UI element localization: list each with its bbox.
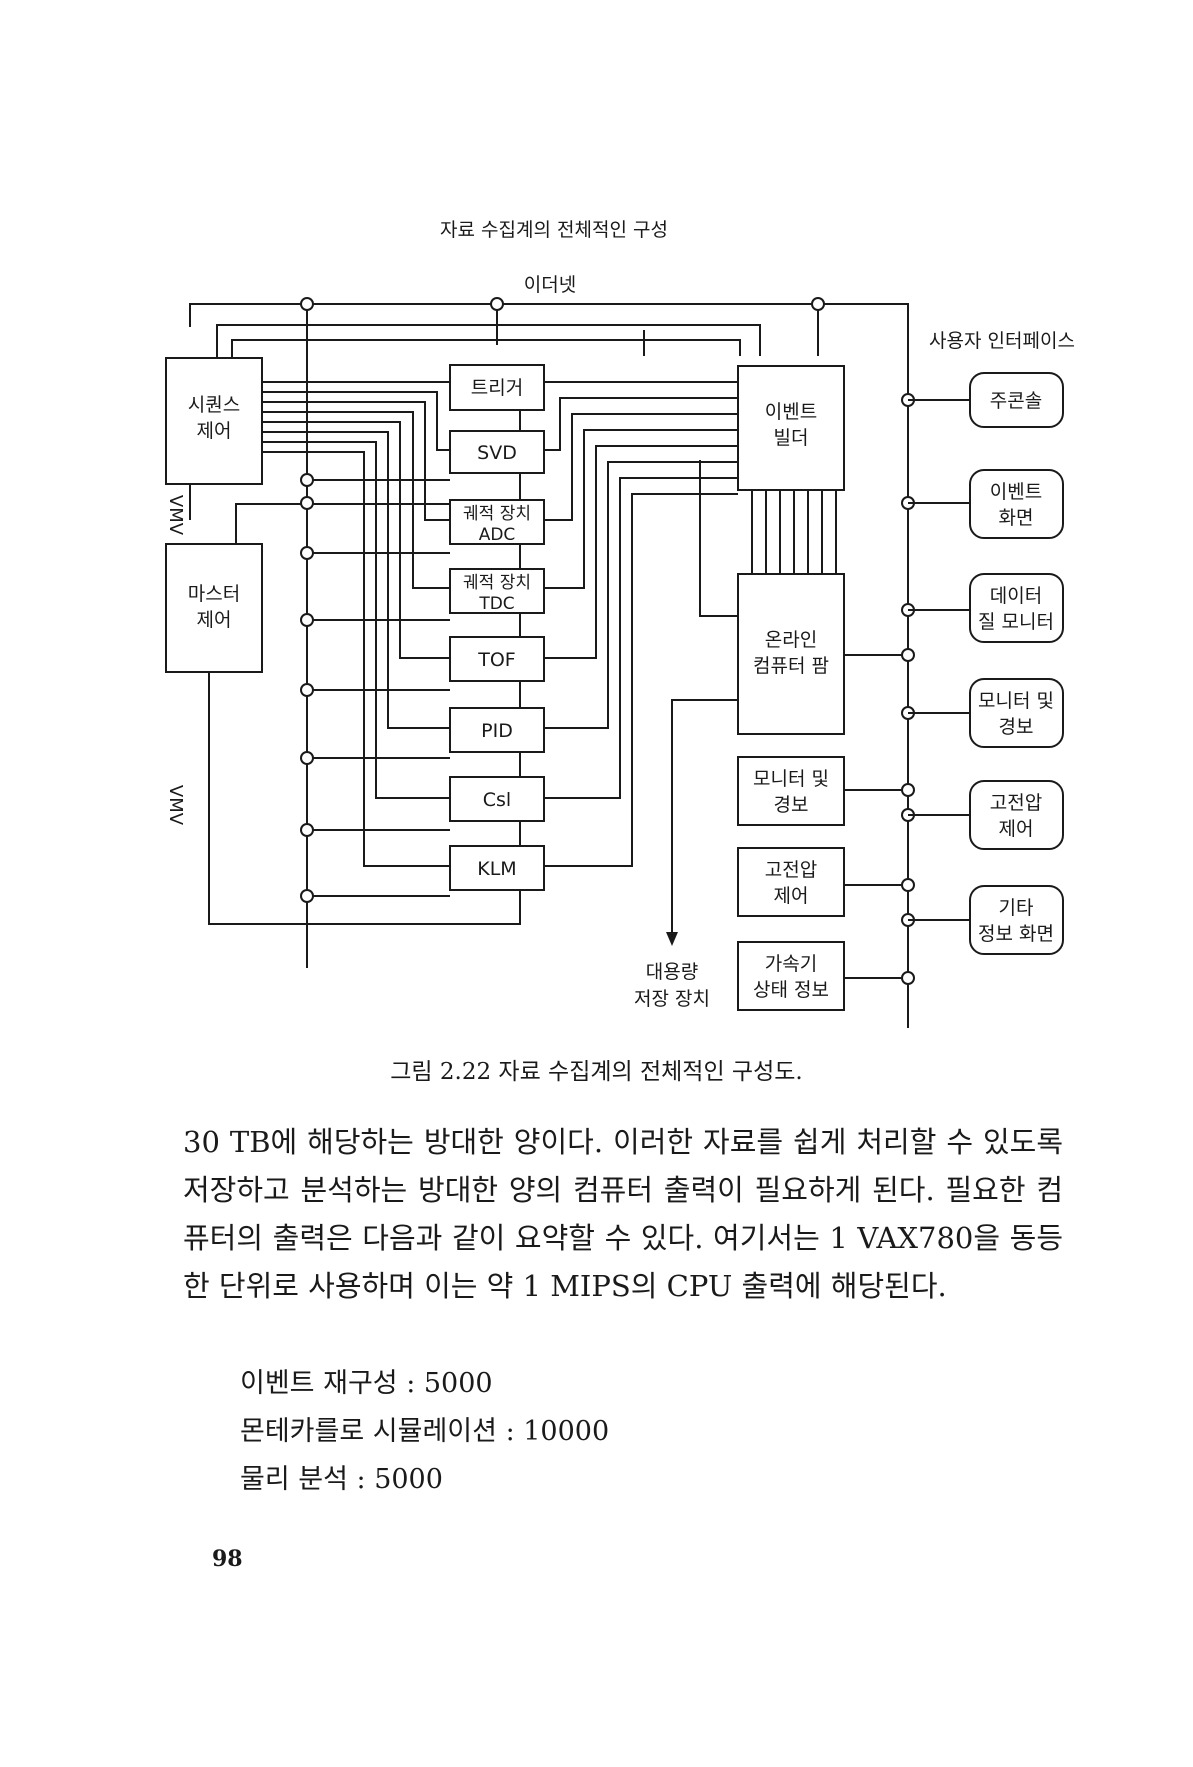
svg-text:KLM: KLM xyxy=(477,858,516,880)
svg-text:저장 장치: 저장 장치 xyxy=(634,988,710,1010)
detector-to-builder-lines xyxy=(544,330,738,867)
svg-text:마스터: 마스터 xyxy=(188,583,240,605)
detector-adc: 궤적 장치 ADC xyxy=(449,499,545,545)
svg-text:데이터: 데이터 xyxy=(990,585,1042,607)
svg-text:질 모니터: 질 모니터 xyxy=(978,611,1054,633)
master-control-box: 마스터 제어 xyxy=(165,503,521,925)
body-paragraph: 30 TB에 해당하는 방대한 양이다. 이러한 자료를 쉽게 처리할 수 있도… xyxy=(183,1118,1063,1310)
center-monitor-alarm: 모니터 및 경보 xyxy=(737,756,908,826)
online-farm-box: 온라인 컴퓨터 팜 xyxy=(737,573,908,735)
svg-text:궤적 장치: 궤적 장치 xyxy=(463,504,531,524)
svg-text:궤적 장치: 궤적 장치 xyxy=(463,573,531,593)
svg-text:상태 정보: 상태 정보 xyxy=(753,979,829,1001)
svg-text:고전압: 고전압 xyxy=(990,792,1042,814)
detector-klm: KLM xyxy=(449,845,545,891)
builder-to-farm-lines xyxy=(751,490,837,574)
sequence-control-box: 시퀀스 제어 xyxy=(165,357,263,485)
svg-text:PID: PID xyxy=(481,720,513,742)
svg-text:모니터 및: 모니터 및 xyxy=(753,768,829,790)
svg-text:온라인: 온라인 xyxy=(765,629,817,651)
detector-tdc: 궤적 장치 TDC xyxy=(449,568,545,614)
svg-text:SVD: SVD xyxy=(477,442,517,464)
svg-text:모니터 및: 모니터 및 xyxy=(978,690,1054,712)
svg-text:컴퓨터 팜: 컴퓨터 팜 xyxy=(753,655,829,677)
user-interface-label: 사용자 인터페이스 xyxy=(929,330,1075,352)
svg-text:고전압: 고전압 xyxy=(765,859,817,881)
bus-taps xyxy=(300,473,450,903)
figure-caption: 그림 2.22 자료 수집계의 전체적인 구성도. xyxy=(390,1059,803,1085)
svg-text:TDC: TDC xyxy=(478,594,514,614)
svg-text:기타: 기타 xyxy=(999,897,1034,919)
svg-text:빌더: 빌더 xyxy=(774,427,809,449)
mass-storage: 대용량 저장 장치 xyxy=(634,699,738,1010)
vme-label-top: VMV xyxy=(165,495,186,536)
detector-trigger: 트리거 xyxy=(449,364,545,411)
svg-text:대용량: 대용량 xyxy=(646,961,698,983)
computing-requirements-list: 이벤트 재구성 : 5000 몬테카를로 시뮬레이션 : 10000 물리 분석… xyxy=(240,1360,609,1504)
ethernet-bus xyxy=(189,297,909,1028)
ui-hv-control: 고전압 제어 xyxy=(908,780,1064,850)
sequence-fanout-lines xyxy=(262,381,450,867)
list-item: 이벤트 재구성 : 5000 xyxy=(240,1368,493,1399)
vme-label-bottom: VMV xyxy=(165,785,186,826)
ui-monitor-alarm: 모니터 및 경보 xyxy=(908,678,1064,748)
list-item: 몬테카를로 시뮬레이션 : 10000 xyxy=(240,1416,610,1447)
right-bus-dots xyxy=(901,393,915,985)
svg-text:이벤트: 이벤트 xyxy=(765,401,817,423)
svg-text:정보 화면: 정보 화면 xyxy=(978,923,1054,945)
ui-event-display: 이벤트 화면 xyxy=(908,469,1064,539)
diagram-title: 자료 수집계의 전체적인 구성 xyxy=(440,219,668,241)
svg-text:제어: 제어 xyxy=(197,609,232,631)
svg-text:제어: 제어 xyxy=(999,818,1034,840)
svg-text:제어: 제어 xyxy=(774,885,809,907)
center-hv-control: 고전압 제어 xyxy=(737,847,908,917)
paragraph-text: 30 TB에 해당하는 방대한 양이다. 이러한 자료를 쉽게 처리할 수 있도… xyxy=(183,1125,1063,1303)
svg-text:시퀀스: 시퀀스 xyxy=(188,394,240,416)
event-builder-box: 이벤트 빌더 xyxy=(737,365,845,491)
svg-text:ADC: ADC xyxy=(479,525,516,545)
detector-tof: TOF xyxy=(449,636,545,682)
svg-text:화면: 화면 xyxy=(999,507,1034,529)
detector-svd: SVD xyxy=(449,430,545,474)
page-number: 98 xyxy=(212,1546,243,1572)
svg-text:경보: 경보 xyxy=(999,716,1034,738)
svg-text:이벤트: 이벤트 xyxy=(990,481,1042,503)
detector-csi: Csl xyxy=(449,776,545,822)
svg-text:Csl: Csl xyxy=(483,789,511,811)
svg-text:TOF: TOF xyxy=(477,649,516,671)
ui-data-quality-monitor: 데이터 질 모니터 xyxy=(908,573,1064,643)
svg-text:가속기: 가속기 xyxy=(765,953,817,975)
svg-text:트리거: 트리거 xyxy=(471,377,523,399)
ethernet-label: 이더넷 xyxy=(524,274,576,296)
center-accelerator-status: 가속기 상태 정보 xyxy=(737,941,908,1011)
svg-text:경보: 경보 xyxy=(774,794,809,816)
detector-pid: PID xyxy=(449,707,545,753)
ui-other-info-display: 기타 정보 화면 xyxy=(908,885,1064,955)
list-item: 물리 분석 : 5000 xyxy=(240,1464,443,1495)
svg-text:주콘솔: 주콘솔 xyxy=(990,390,1042,412)
svg-text:제어: 제어 xyxy=(197,420,232,442)
ui-main-console: 주콘솔 xyxy=(908,372,1064,428)
daq-system-diagram: 자료 수집계의 전체적인 구성 이더넷 사용자 인터페이스 시퀀스 제어 xyxy=(165,219,1075,1028)
